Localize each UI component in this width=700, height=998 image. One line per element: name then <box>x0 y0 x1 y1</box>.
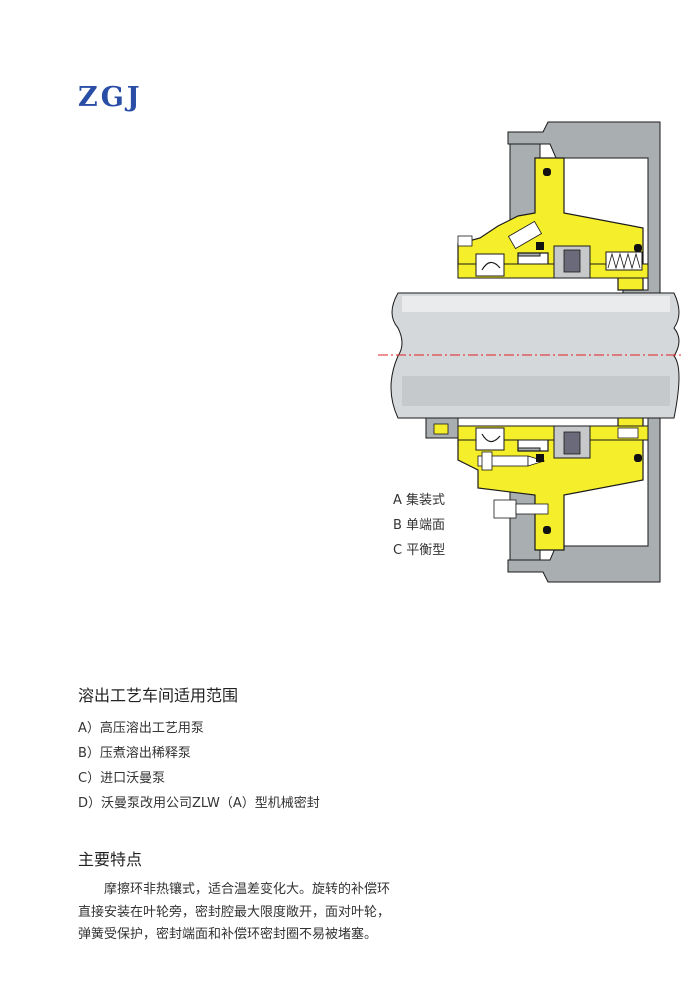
list-item: C）进口沃曼泵 <box>78 771 166 786</box>
brand-logo: ZGJ <box>78 82 143 113</box>
applications-title: 溶出工艺车间适用范围 <box>78 686 239 705</box>
applications-list: A）高压溶出工艺用泵 B）压煮溶出稀释泵 C）进口沃曼泵 D）沃曼泵改用公司ZL… <box>78 716 320 816</box>
mechanical-seal-drawing <box>378 121 684 583</box>
legend-item: A 集装式 <box>393 493 446 508</box>
legend-item: B 单端面 <box>393 518 446 533</box>
list-item: B）压煮溶出稀释泵 <box>78 746 191 761</box>
list-item: D）沃曼泵改用公司ZLW（A）型机械密封 <box>78 796 320 811</box>
drawing-legend: A 集装式 B 单端面 C 平衡型 <box>393 488 445 563</box>
sleeve-upper <box>457 263 649 279</box>
features-paragraph: 摩擦环非热镶式，适合温差变化大。旋转的补偿环直接安装在叶轮旁，密封腔最大限度敞开… <box>78 882 391 942</box>
list-item: A）高压溶出工艺用泵 <box>78 721 204 736</box>
legend-item: C 平衡型 <box>393 543 446 558</box>
features-title: 主要特点 <box>78 850 143 869</box>
